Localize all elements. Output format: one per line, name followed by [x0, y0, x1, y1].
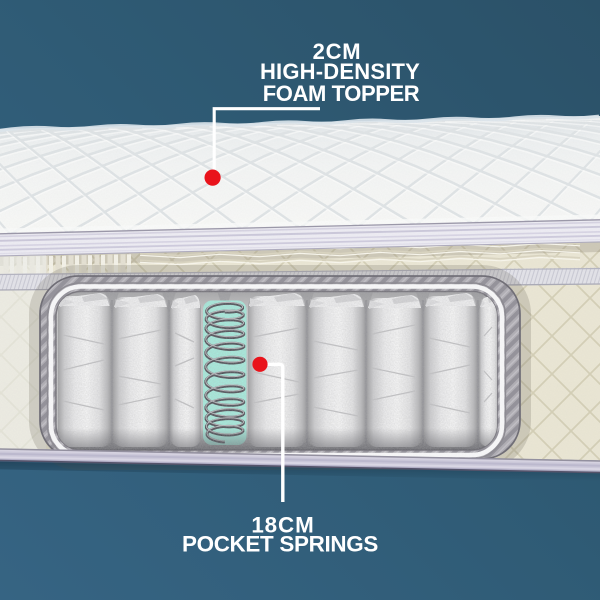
svg-text:2CM: 2CM	[313, 39, 362, 64]
svg-text:HIGH-DENSITY: HIGH-DENSITY	[260, 59, 420, 84]
svg-text:FOAM TOPPER: FOAM TOPPER	[263, 81, 420, 106]
svg-text:POCKET SPRINGS: POCKET SPRINGS	[182, 532, 378, 557]
svg-text:18CM: 18CM	[251, 512, 314, 537]
